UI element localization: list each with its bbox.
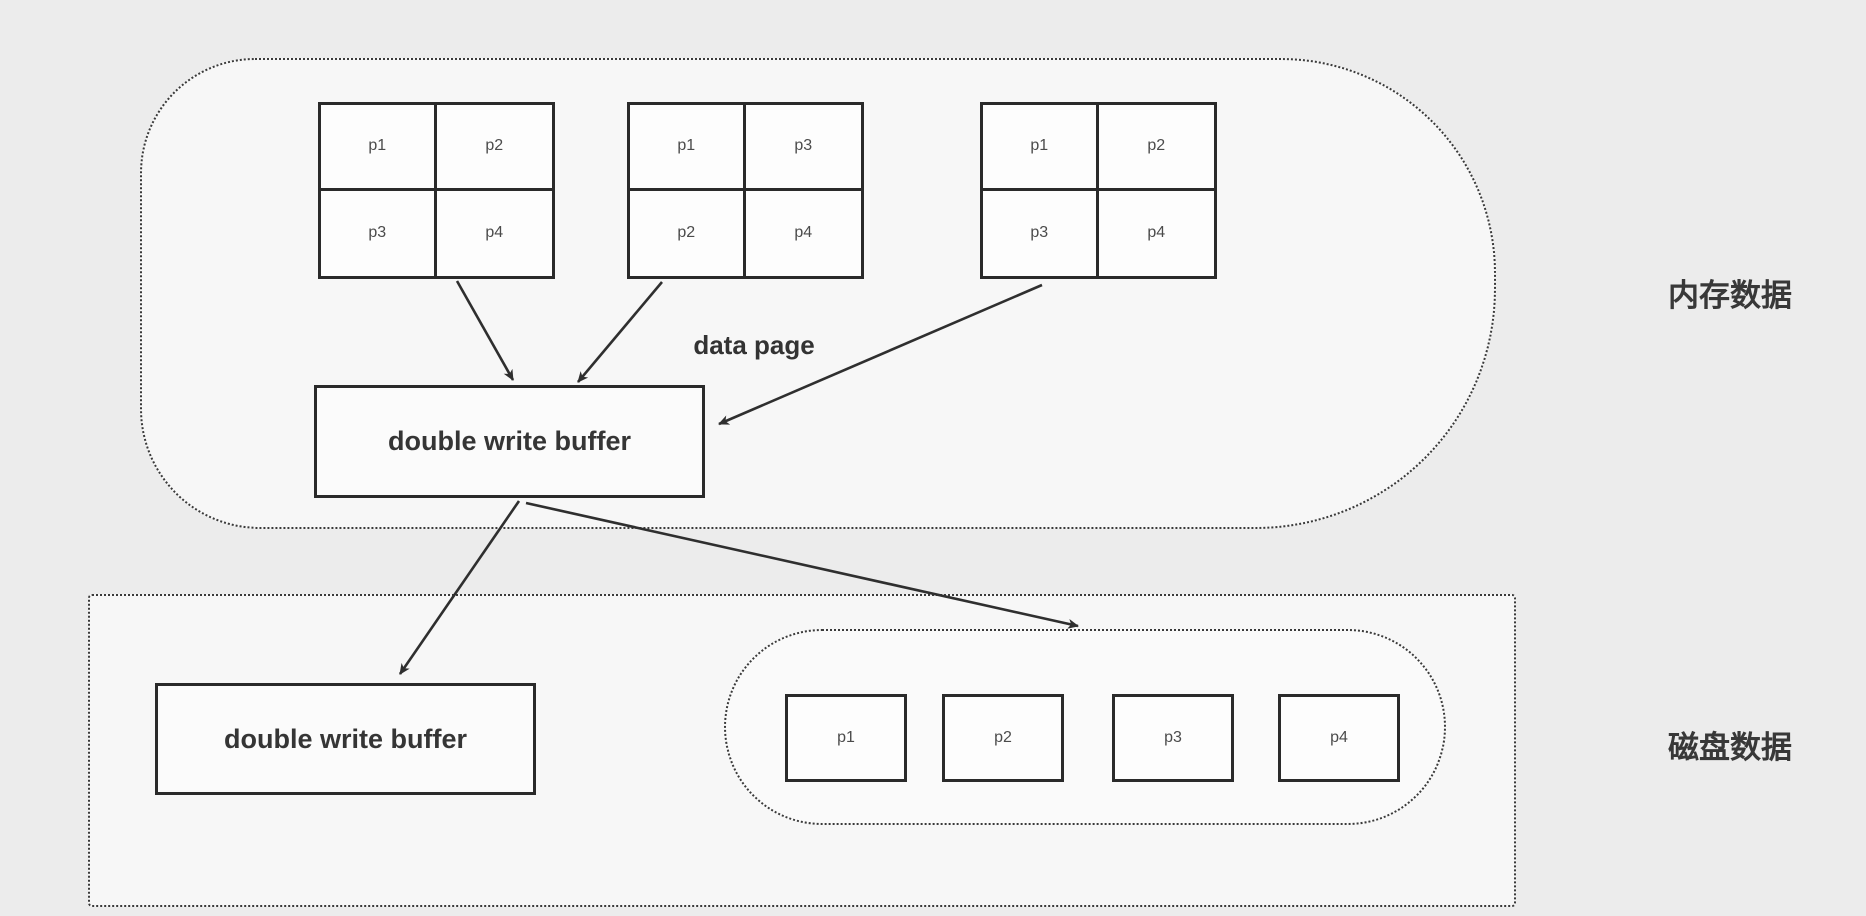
- data-page-grid-1: p1 p2 p3 p4: [318, 102, 555, 279]
- data-page-grid-2: p1 p3 p2 p4: [627, 102, 864, 279]
- grid-cell: p1: [321, 105, 437, 191]
- data-page-grid-3: p1 p2 p3 p4: [980, 102, 1217, 279]
- grid-cell: p4: [1147, 224, 1166, 242]
- grid-cell: p1: [630, 105, 746, 191]
- grid-cell: p2: [1098, 105, 1214, 191]
- grid-cell: p2: [630, 190, 746, 276]
- disk-page-cell: p4: [1278, 694, 1400, 782]
- grid-cell: p4: [485, 224, 504, 242]
- grid-cell: p1: [983, 105, 1099, 191]
- disk-region-label: 磁盘数据: [1668, 730, 1792, 765]
- memory-double-write-buffer-box: double write buffer: [314, 385, 705, 498]
- disk-page-cell: p1: [785, 694, 907, 782]
- grid-cell: p3: [745, 105, 861, 191]
- grid-cell: p2: [436, 105, 552, 191]
- disk-page-cell: p2: [942, 694, 1064, 782]
- data-page-caption: data page: [693, 330, 815, 360]
- memory-region-label: 内存数据: [1668, 278, 1792, 313]
- grid-cell: p4: [794, 224, 813, 242]
- grid-cell: p3: [321, 190, 437, 276]
- disk-double-write-buffer-box: double write buffer: [155, 683, 536, 795]
- grid-cell: p3: [983, 190, 1099, 276]
- disk-page-cell: p3: [1112, 694, 1234, 782]
